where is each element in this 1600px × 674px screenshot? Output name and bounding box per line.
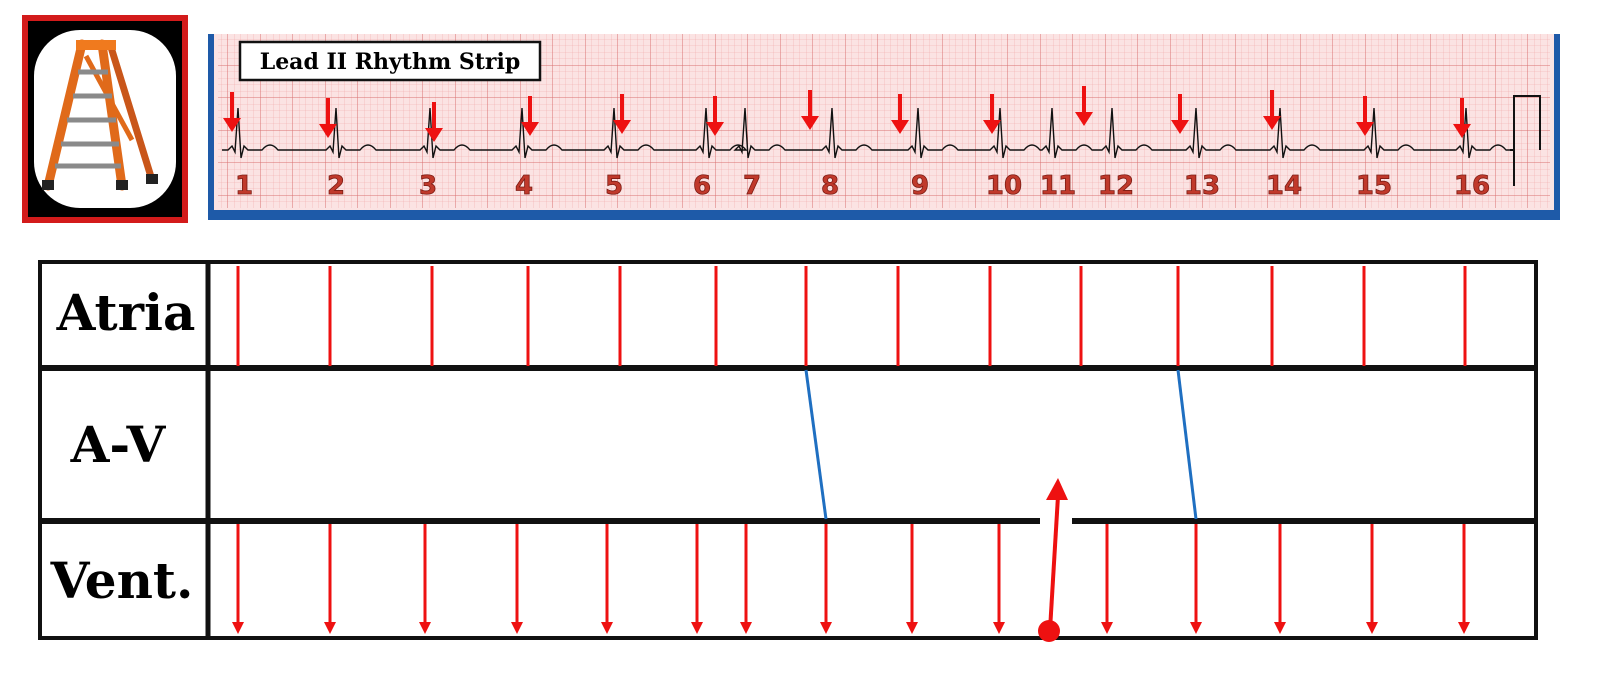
- beat-label: 5: [605, 171, 623, 201]
- retrograde-arrow: [1048, 495, 1060, 631]
- strip-title-text: Lead II Rhythm Strip: [260, 49, 521, 75]
- beat-label: 7: [743, 171, 761, 201]
- ventricular-arrow: [232, 524, 244, 634]
- beat-label: 9: [911, 171, 929, 201]
- ventricular-arrow: [1366, 524, 1378, 634]
- ladder: Atria A-V Vent.: [38, 260, 1538, 642]
- beat-label: 12: [1098, 171, 1134, 201]
- beat-label: 14: [1266, 171, 1302, 201]
- ventricular-arrow: [1274, 524, 1286, 634]
- ventricular-arrow: [419, 524, 431, 634]
- ventricular-activation-lines: [232, 524, 1470, 634]
- p-wave-arrow: [801, 90, 819, 130]
- p-wave-arrow: [1263, 90, 1281, 130]
- row-label-av: A-V: [70, 415, 167, 474]
- beat-label: 4: [515, 171, 533, 201]
- beat-label: 16: [1454, 171, 1490, 201]
- ventricular-arrow: [1101, 524, 1113, 634]
- ventricular-arrow: [906, 524, 918, 634]
- p-wave-arrow: [319, 98, 337, 138]
- ventricular-arrow: [993, 524, 1005, 634]
- ecg-trace: [222, 107, 1510, 159]
- beat-label: 13: [1184, 171, 1220, 201]
- av-conduction-line: [804, 369, 828, 520]
- stepladder-icon: [42, 39, 158, 191]
- ventricular-arrow: [740, 524, 752, 634]
- ventricular-arrow: [511, 524, 523, 634]
- p-wave-arrow: [891, 94, 909, 134]
- beat-label: 3: [419, 171, 437, 201]
- row-label-atria: Atria: [56, 283, 196, 342]
- strip-title: Lead II Rhythm Strip: [238, 40, 542, 82]
- beat-label: 10: [986, 171, 1022, 201]
- ectopic-ventricular-beat: [1038, 478, 1068, 642]
- ectopic-focus-dot: [1038, 620, 1060, 642]
- ladder-frame: [38, 260, 1538, 640]
- p-wave-arrow: [425, 102, 443, 142]
- p-wave-arrow: [1356, 96, 1374, 136]
- p-wave-arrow: [223, 92, 241, 132]
- ventricular-arrow: [691, 524, 703, 634]
- beat-label: 15: [1356, 171, 1392, 201]
- av-conduction-line: [1176, 369, 1198, 520]
- calibration-pulse: [1510, 95, 1541, 151]
- p-wave-arrow: [1171, 94, 1189, 134]
- ventricular-arrow: [820, 524, 832, 634]
- beat-label: 1: [235, 171, 253, 201]
- beat-label: 11: [1040, 171, 1076, 201]
- ventricular-arrow: [1458, 524, 1470, 634]
- beat-label: 2: [327, 171, 345, 201]
- beat-label: 8: [821, 171, 839, 201]
- p-wave-arrow: [1453, 98, 1471, 138]
- ventricular-arrow: [324, 524, 336, 634]
- atrial-activation-lines: [236, 266, 1467, 366]
- p-wave-arrow: [521, 96, 539, 136]
- ventricular-arrow: [601, 524, 613, 634]
- ventricular-arrow: [1190, 524, 1202, 634]
- p-wave-arrow: [613, 94, 631, 134]
- retrograde-arrowhead: [1046, 478, 1068, 500]
- row-label-vent: Vent.: [50, 551, 194, 610]
- thumbnail: [22, 15, 188, 223]
- p-wave-arrow: [983, 94, 1001, 134]
- p-wave-markers: [223, 86, 1471, 142]
- p-wave-arrow: [706, 96, 724, 136]
- beat-label: 6: [693, 171, 711, 201]
- p-wave-arrow: [1075, 86, 1093, 126]
